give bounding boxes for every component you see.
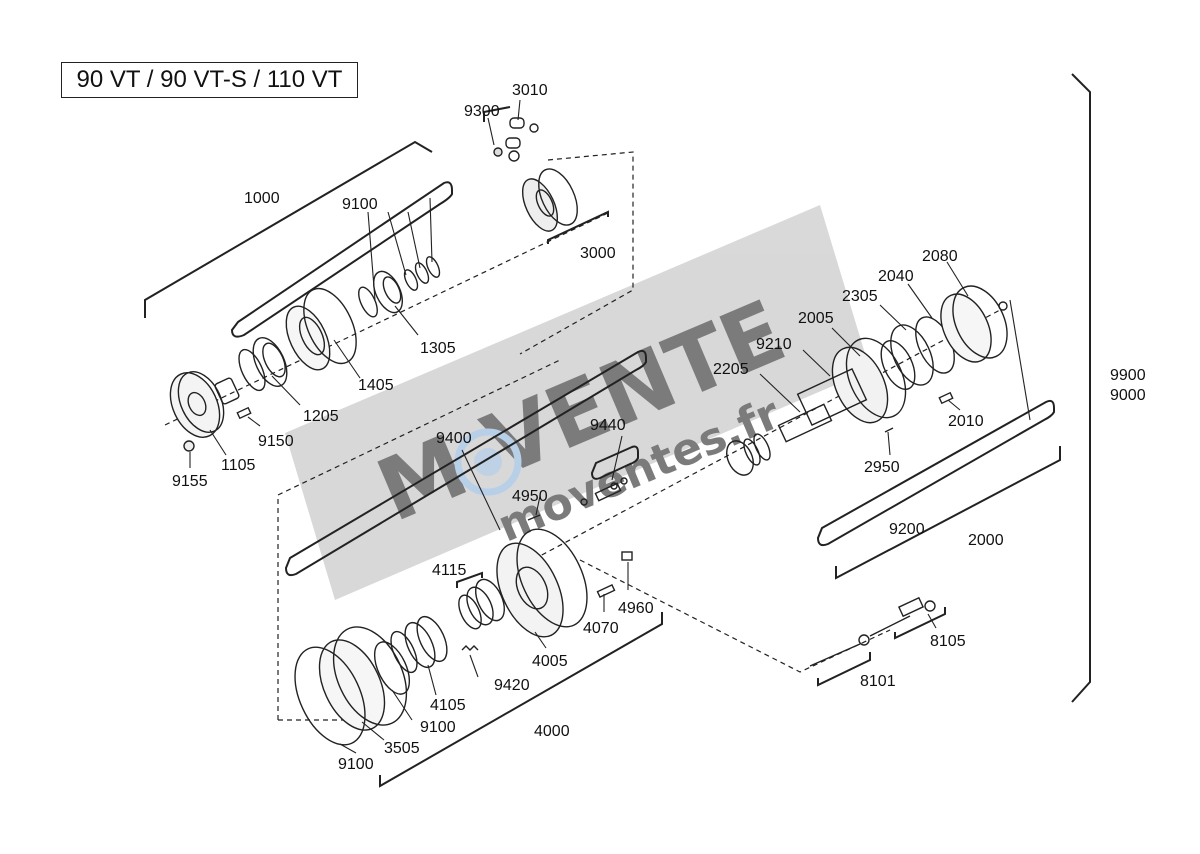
shaft-2205 <box>726 403 833 476</box>
callout-1405: 1405 <box>358 377 394 394</box>
seal-kit-9100-top <box>230 181 453 338</box>
callout-4000: 4000 <box>534 723 570 740</box>
drum-3505 <box>318 626 408 731</box>
assembly-brackets <box>144 73 1091 788</box>
piston-4105 <box>390 615 448 674</box>
watermark-logo-icon <box>454 428 522 496</box>
callout-9210: 9210 <box>756 336 792 353</box>
spring-9420 <box>461 645 479 651</box>
bolt-9150 <box>236 406 252 420</box>
envelope-top <box>519 151 634 355</box>
bracket-4000 <box>379 612 663 788</box>
housing-4005 <box>496 528 588 638</box>
callout-1305: 1305 <box>420 340 456 357</box>
cover-2080 <box>940 285 1008 363</box>
bearing-3000 <box>521 168 578 232</box>
callout-9100-mid: 9100 <box>420 719 456 736</box>
flange-1105 <box>169 371 240 438</box>
envelope-left <box>277 359 561 720</box>
callout-3000: 3000 <box>580 245 616 262</box>
bolt-4070 <box>596 583 616 599</box>
callout-2205: 2205 <box>713 361 749 378</box>
callout-4005: 4005 <box>532 653 568 670</box>
orings-9100-top <box>403 256 441 291</box>
callout-2080: 2080 <box>922 248 958 265</box>
bolt-4960 <box>621 551 633 561</box>
hub-1405 <box>285 287 357 371</box>
callout-4115: 4115 <box>432 562 467 579</box>
callout-4070: 4070 <box>583 620 619 637</box>
axis-line-top <box>164 211 611 426</box>
callout-9100-top: 9100 <box>342 196 378 213</box>
carrier-2005 <box>796 337 907 427</box>
oring-9100-bottom <box>294 641 411 746</box>
watermark-band <box>285 205 870 600</box>
watermark: M VENTE moventes.fr <box>285 205 870 600</box>
valve-8101 <box>809 615 911 667</box>
callout-8101: 8101 <box>860 673 896 690</box>
valve-8105 <box>897 596 936 618</box>
callout-9000: 9000 <box>1110 387 1146 404</box>
leader-lines <box>189 99 1031 754</box>
callout-9200: 9200 <box>889 521 925 538</box>
callout-2000: 2000 <box>968 532 1004 549</box>
callout-2010: 2010 <box>948 413 984 430</box>
callout-2005: 2005 <box>798 310 834 327</box>
callout-4960: 4960 <box>618 600 654 617</box>
bracket-2000 <box>835 446 1061 580</box>
model-title: 90 VT / 90 VT-S / 110 VT <box>61 62 358 98</box>
callout-1205: 1205 <box>303 408 339 425</box>
seal-kit-9440 <box>590 445 639 480</box>
bolt-9155 <box>183 440 195 452</box>
callout-2305: 2305 <box>842 288 878 305</box>
bracket-9900 <box>1071 73 1091 703</box>
envelope-valve <box>579 559 891 673</box>
callout-9440: 9440 <box>590 417 626 434</box>
pin-2950 <box>884 427 894 433</box>
parts <box>169 117 1008 746</box>
seal-kit-9400 <box>284 349 647 577</box>
screw-2010 <box>938 391 954 405</box>
seal-2305 <box>880 324 934 390</box>
callout-9420: 9420 <box>494 677 530 694</box>
callout-9900: 9900 <box>1110 367 1146 384</box>
callout-9400: 9400 <box>436 430 472 447</box>
callout-2950: 2950 <box>864 459 900 476</box>
callout-3010: 3010 <box>512 82 548 99</box>
callout-9150: 9150 <box>258 433 294 450</box>
callouts: 1000 9100 3010 9300 3000 1305 1405 1205 … <box>172 82 1146 773</box>
callout-9300: 9300 <box>464 103 500 120</box>
bracket-9300 <box>483 106 511 122</box>
parts-9440 <box>580 477 628 506</box>
callout-9155: 9155 <box>172 473 208 490</box>
callout-8105: 8105 <box>930 633 966 650</box>
callout-9100-bottom: 9100 <box>338 756 374 773</box>
bracket-8101 <box>817 652 871 687</box>
dashed-lines <box>164 151 1001 721</box>
bracket-1000 <box>144 140 433 318</box>
callout-4105: 4105 <box>430 697 466 714</box>
pin-4950 <box>527 514 541 521</box>
seal-kit-9200 <box>816 399 1055 547</box>
bearing-1205 <box>238 337 288 392</box>
callout-3505: 3505 <box>384 740 420 757</box>
axis-line-mid <box>509 309 1001 573</box>
callout-2040: 2040 <box>878 268 914 285</box>
bracket-4115 <box>456 571 483 588</box>
callout-4950: 4950 <box>512 488 548 505</box>
spring-4115 <box>458 578 506 630</box>
callout-1000: 1000 <box>244 190 280 207</box>
fitting-3010 <box>493 117 539 162</box>
bracket-8105 <box>894 607 946 640</box>
callout-1105: 1105 <box>221 457 256 474</box>
bearing-1305 <box>358 270 404 318</box>
